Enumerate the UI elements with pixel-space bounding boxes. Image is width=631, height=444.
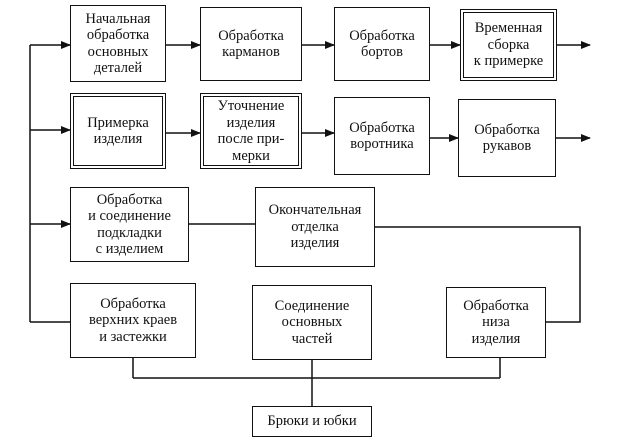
block-sides: Обработка бортов <box>334 7 430 81</box>
block-fitting: Примерка изделия <box>70 93 166 169</box>
block-main-parts: Соединение основных частей <box>252 285 372 360</box>
block-sleeves: Обработка рукавов <box>458 99 556 177</box>
block-lining: Обработка и соединение подкладки с издел… <box>70 187 189 262</box>
block-initial-processing: Начальная обработка основных деталей <box>70 5 166 82</box>
block-refinement: Уточнение изделия после при- мерки <box>200 93 302 169</box>
block-temp-assembly: Временная сборка к примерке <box>460 9 557 81</box>
block-final-finishing: Окончательная отделка изделия <box>255 187 375 267</box>
block-upper-edges: Обработка верхних краев и застежки <box>70 283 196 358</box>
block-pockets: Обработка карманов <box>200 7 302 81</box>
block-trousers-skirts: Брюки и юбки <box>252 406 372 437</box>
block-bottom: Обработка низа изделия <box>446 287 546 358</box>
line-final-bottom <box>375 226 581 323</box>
block-collar: Обработка воротника <box>334 97 430 175</box>
